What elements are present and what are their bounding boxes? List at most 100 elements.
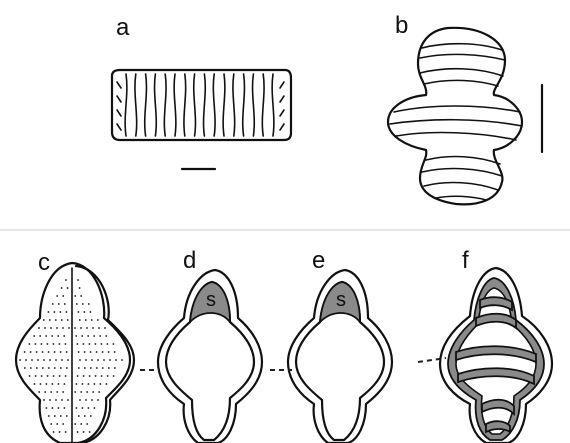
panel-c-dot <box>89 343 91 345</box>
panel-c-dot <box>98 391 100 393</box>
panel-c-dot <box>107 343 109 345</box>
panel-c-dot <box>52 407 54 409</box>
panel-e-region-label: s <box>336 289 346 311</box>
panel-c-dot <box>90 415 92 417</box>
panel-c-dot <box>74 423 76 425</box>
panel-c-dot <box>52 383 54 385</box>
panel-c-dot <box>67 287 69 289</box>
panel-c-dot <box>102 351 104 353</box>
panel-a-margin-tick <box>117 82 121 88</box>
panel-c-dot <box>103 359 105 361</box>
panel-c-dot <box>91 399 93 401</box>
panel-b-rib <box>436 196 486 200</box>
panel-c-dot <box>92 327 94 329</box>
panel-a-rib <box>204 74 206 136</box>
panel-c-dot <box>77 279 79 281</box>
panel-c-dot <box>88 407 90 409</box>
panel-a-margin-tick <box>280 124 284 130</box>
panel-c-dot <box>64 407 66 409</box>
panel-c-dot <box>86 423 88 425</box>
panel-c-dot <box>55 319 57 321</box>
panel-c-dot <box>55 359 57 361</box>
panel-c-dot <box>78 415 80 417</box>
panel-a-rib <box>223 74 225 136</box>
panel-a-margin-tick <box>280 82 284 88</box>
panel-f-label: f <box>462 247 469 274</box>
panel-c-dot <box>67 359 69 361</box>
panel-c-dot <box>85 399 87 401</box>
panel-c-dot <box>58 407 60 409</box>
panel-c-dot <box>91 319 93 321</box>
panel-c-dot <box>42 367 44 369</box>
panel-c-dot <box>102 367 104 369</box>
panel-c-dot <box>87 335 89 337</box>
panel-c-dot <box>97 359 99 361</box>
panel-a: a <box>112 14 291 169</box>
panel-c-label: c <box>38 249 50 276</box>
panel-c-dot <box>55 399 57 401</box>
panel-c-dot <box>82 303 84 305</box>
panel-c-dot <box>80 295 82 297</box>
panel-c-dot <box>108 367 110 369</box>
panel-c-dot <box>79 319 81 321</box>
panel-a-rib <box>135 74 137 136</box>
panel-c-dot <box>66 367 68 369</box>
panel-a-margin-tick <box>117 96 121 102</box>
panel-c-dot <box>66 351 68 353</box>
panel-c-dot <box>95 375 97 377</box>
panel-d: d s <box>158 247 262 443</box>
panel-c-dot <box>48 415 50 417</box>
panel-c-dot <box>86 391 88 393</box>
panel-c-dot <box>84 367 86 369</box>
panel-a-rib <box>125 74 127 136</box>
panel-c-dot <box>36 351 38 353</box>
panel-c-dot <box>58 383 60 385</box>
panel-c-dot <box>35 375 37 377</box>
panel-c-dot <box>82 407 84 409</box>
panel-c-dot <box>85 359 87 361</box>
panel-c-dot <box>94 383 96 385</box>
panel-c-dot <box>82 383 84 385</box>
panel-c-dot <box>62 295 64 297</box>
panel-c-dot <box>115 359 117 361</box>
panel-c-dot <box>54 415 56 417</box>
panel-c-dot <box>30 367 32 369</box>
panel-c-dot <box>61 359 63 361</box>
panel-c-dot <box>43 359 45 361</box>
panel-c-dot <box>60 367 62 369</box>
panel-c-dot <box>98 327 100 329</box>
panel-e: e s <box>288 247 392 443</box>
panel-a-rib <box>272 74 274 136</box>
panel-b-rib <box>424 80 498 86</box>
panel-c-dot <box>59 343 61 345</box>
panel-c-dot <box>66 311 68 313</box>
panel-c-dot <box>114 351 116 353</box>
panel-c-dot <box>63 335 65 337</box>
panel-c-dot <box>41 343 43 345</box>
panel-c-dot <box>79 399 81 401</box>
panel-c-dot <box>95 343 97 345</box>
panel-c-dot <box>50 327 52 329</box>
panel-a-rib <box>243 74 245 136</box>
panel-c-dot <box>88 383 90 385</box>
panel-c-dot <box>89 431 91 433</box>
panel-c-dot <box>77 375 79 377</box>
panel-c-dot <box>67 399 69 401</box>
panel-b-rib <box>390 120 522 126</box>
panel-c-dot <box>86 327 88 329</box>
panel-c-dot <box>66 415 68 417</box>
panel-c-dot <box>107 375 109 377</box>
panel-c-dot <box>45 335 47 337</box>
panel-c-dot <box>79 359 81 361</box>
panel-c-dot <box>54 367 56 369</box>
panel-c-dot <box>47 343 49 345</box>
panel-c-dot <box>30 351 32 353</box>
panel-c-dot <box>57 335 59 337</box>
panel-c-dot <box>89 375 91 377</box>
panel-c-dot <box>39 335 41 337</box>
panel-c-dot <box>25 359 27 361</box>
panel-c: c <box>16 249 134 443</box>
panel-c-dot <box>56 423 58 425</box>
panel-c-dot <box>83 343 85 345</box>
panel-c-dot <box>64 303 66 305</box>
